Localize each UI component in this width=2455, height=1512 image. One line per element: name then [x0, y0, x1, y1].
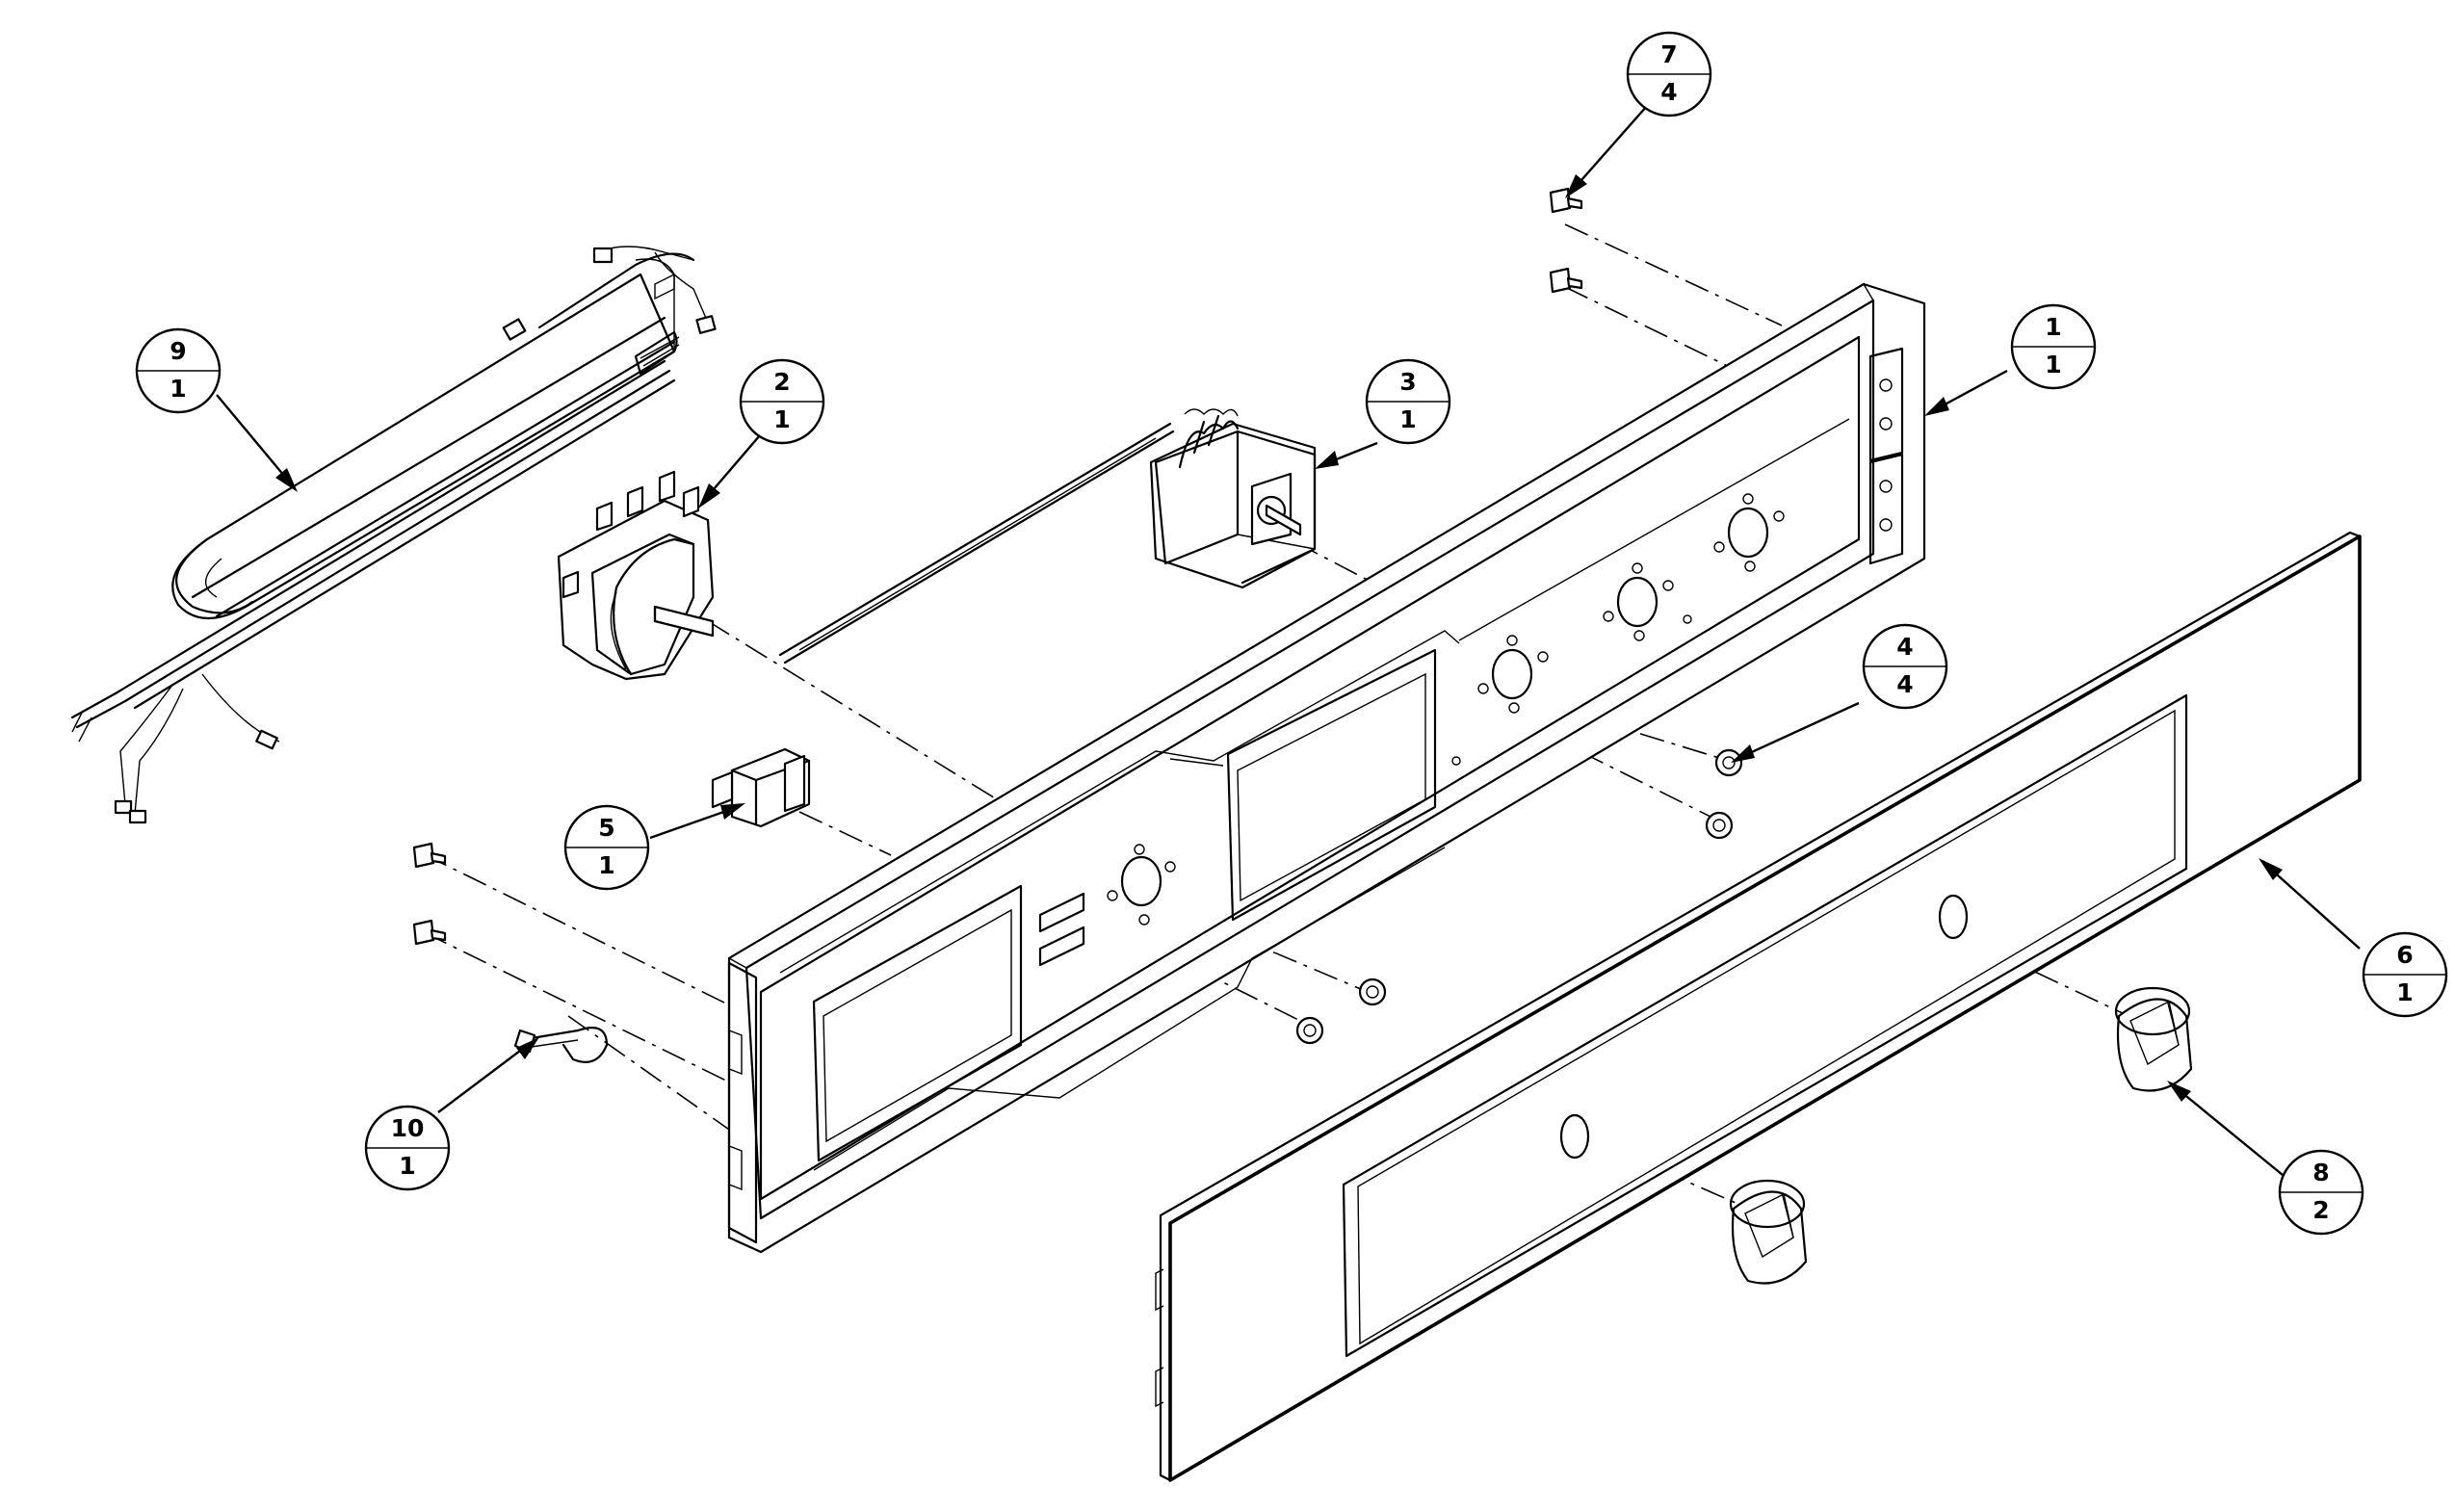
callout-quantity: 2 — [2312, 1196, 2329, 1224]
callout-balloon-7: 7 4 — [1626, 31, 1712, 117]
knob-holes — [1107, 493, 1785, 925]
control-knob — [1729, 986, 2193, 1285]
callout-item-number: 10 — [391, 1114, 425, 1142]
callout-quantity: 1 — [773, 405, 790, 433]
callout-item-number: 7 — [1660, 40, 1677, 68]
thermostat — [778, 408, 1317, 665]
callout-quantity: 4 — [1896, 670, 1913, 698]
callout-balloon-4: 4 4 — [1862, 623, 1948, 710]
control-panel-frame — [727, 282, 1926, 1254]
leader-lines — [216, 105, 2361, 1176]
callout-balloon-9: 9 1 — [135, 327, 222, 414]
callout-quantity: 1 — [399, 1152, 415, 1180]
callout-item-number: 1 — [2045, 313, 2061, 341]
callout-item-number: 2 — [773, 368, 790, 396]
callout-item-number: 3 — [1399, 368, 1416, 396]
callout-quantity: 1 — [2045, 351, 2061, 378]
callout-item-number: 6 — [2396, 941, 2413, 969]
selector-switch — [557, 470, 715, 681]
callout-quantity: 1 — [1399, 405, 1416, 433]
callout-quantity: 1 — [170, 375, 186, 403]
callout-balloon-5: 5 1 — [563, 804, 650, 891]
callout-balloon-2: 2 1 — [739, 358, 825, 445]
wire-harness — [70, 246, 717, 824]
front-fascia-panel — [1155, 531, 2362, 1482]
callout-balloon-6: 6 1 — [2362, 931, 2448, 1018]
callout-item-number: 8 — [2312, 1159, 2329, 1186]
callout-item-number: 5 — [598, 814, 614, 842]
callout-quantity: 1 — [598, 851, 614, 879]
callout-quantity: 4 — [1660, 78, 1677, 106]
callout-balloon-1: 1 1 — [2010, 303, 2097, 390]
callout-quantity: 1 — [2396, 978, 2413, 1006]
callout-balloon-10: 10 1 — [364, 1105, 451, 1191]
rocker-switch — [711, 747, 811, 828]
callout-item-number: 4 — [1896, 633, 1913, 661]
screw — [412, 187, 1743, 1045]
callout-item-number: 9 — [170, 337, 186, 365]
callout-balloon-3: 3 1 — [1365, 358, 1451, 445]
callout-balloon-8: 8 2 — [2278, 1149, 2364, 1236]
